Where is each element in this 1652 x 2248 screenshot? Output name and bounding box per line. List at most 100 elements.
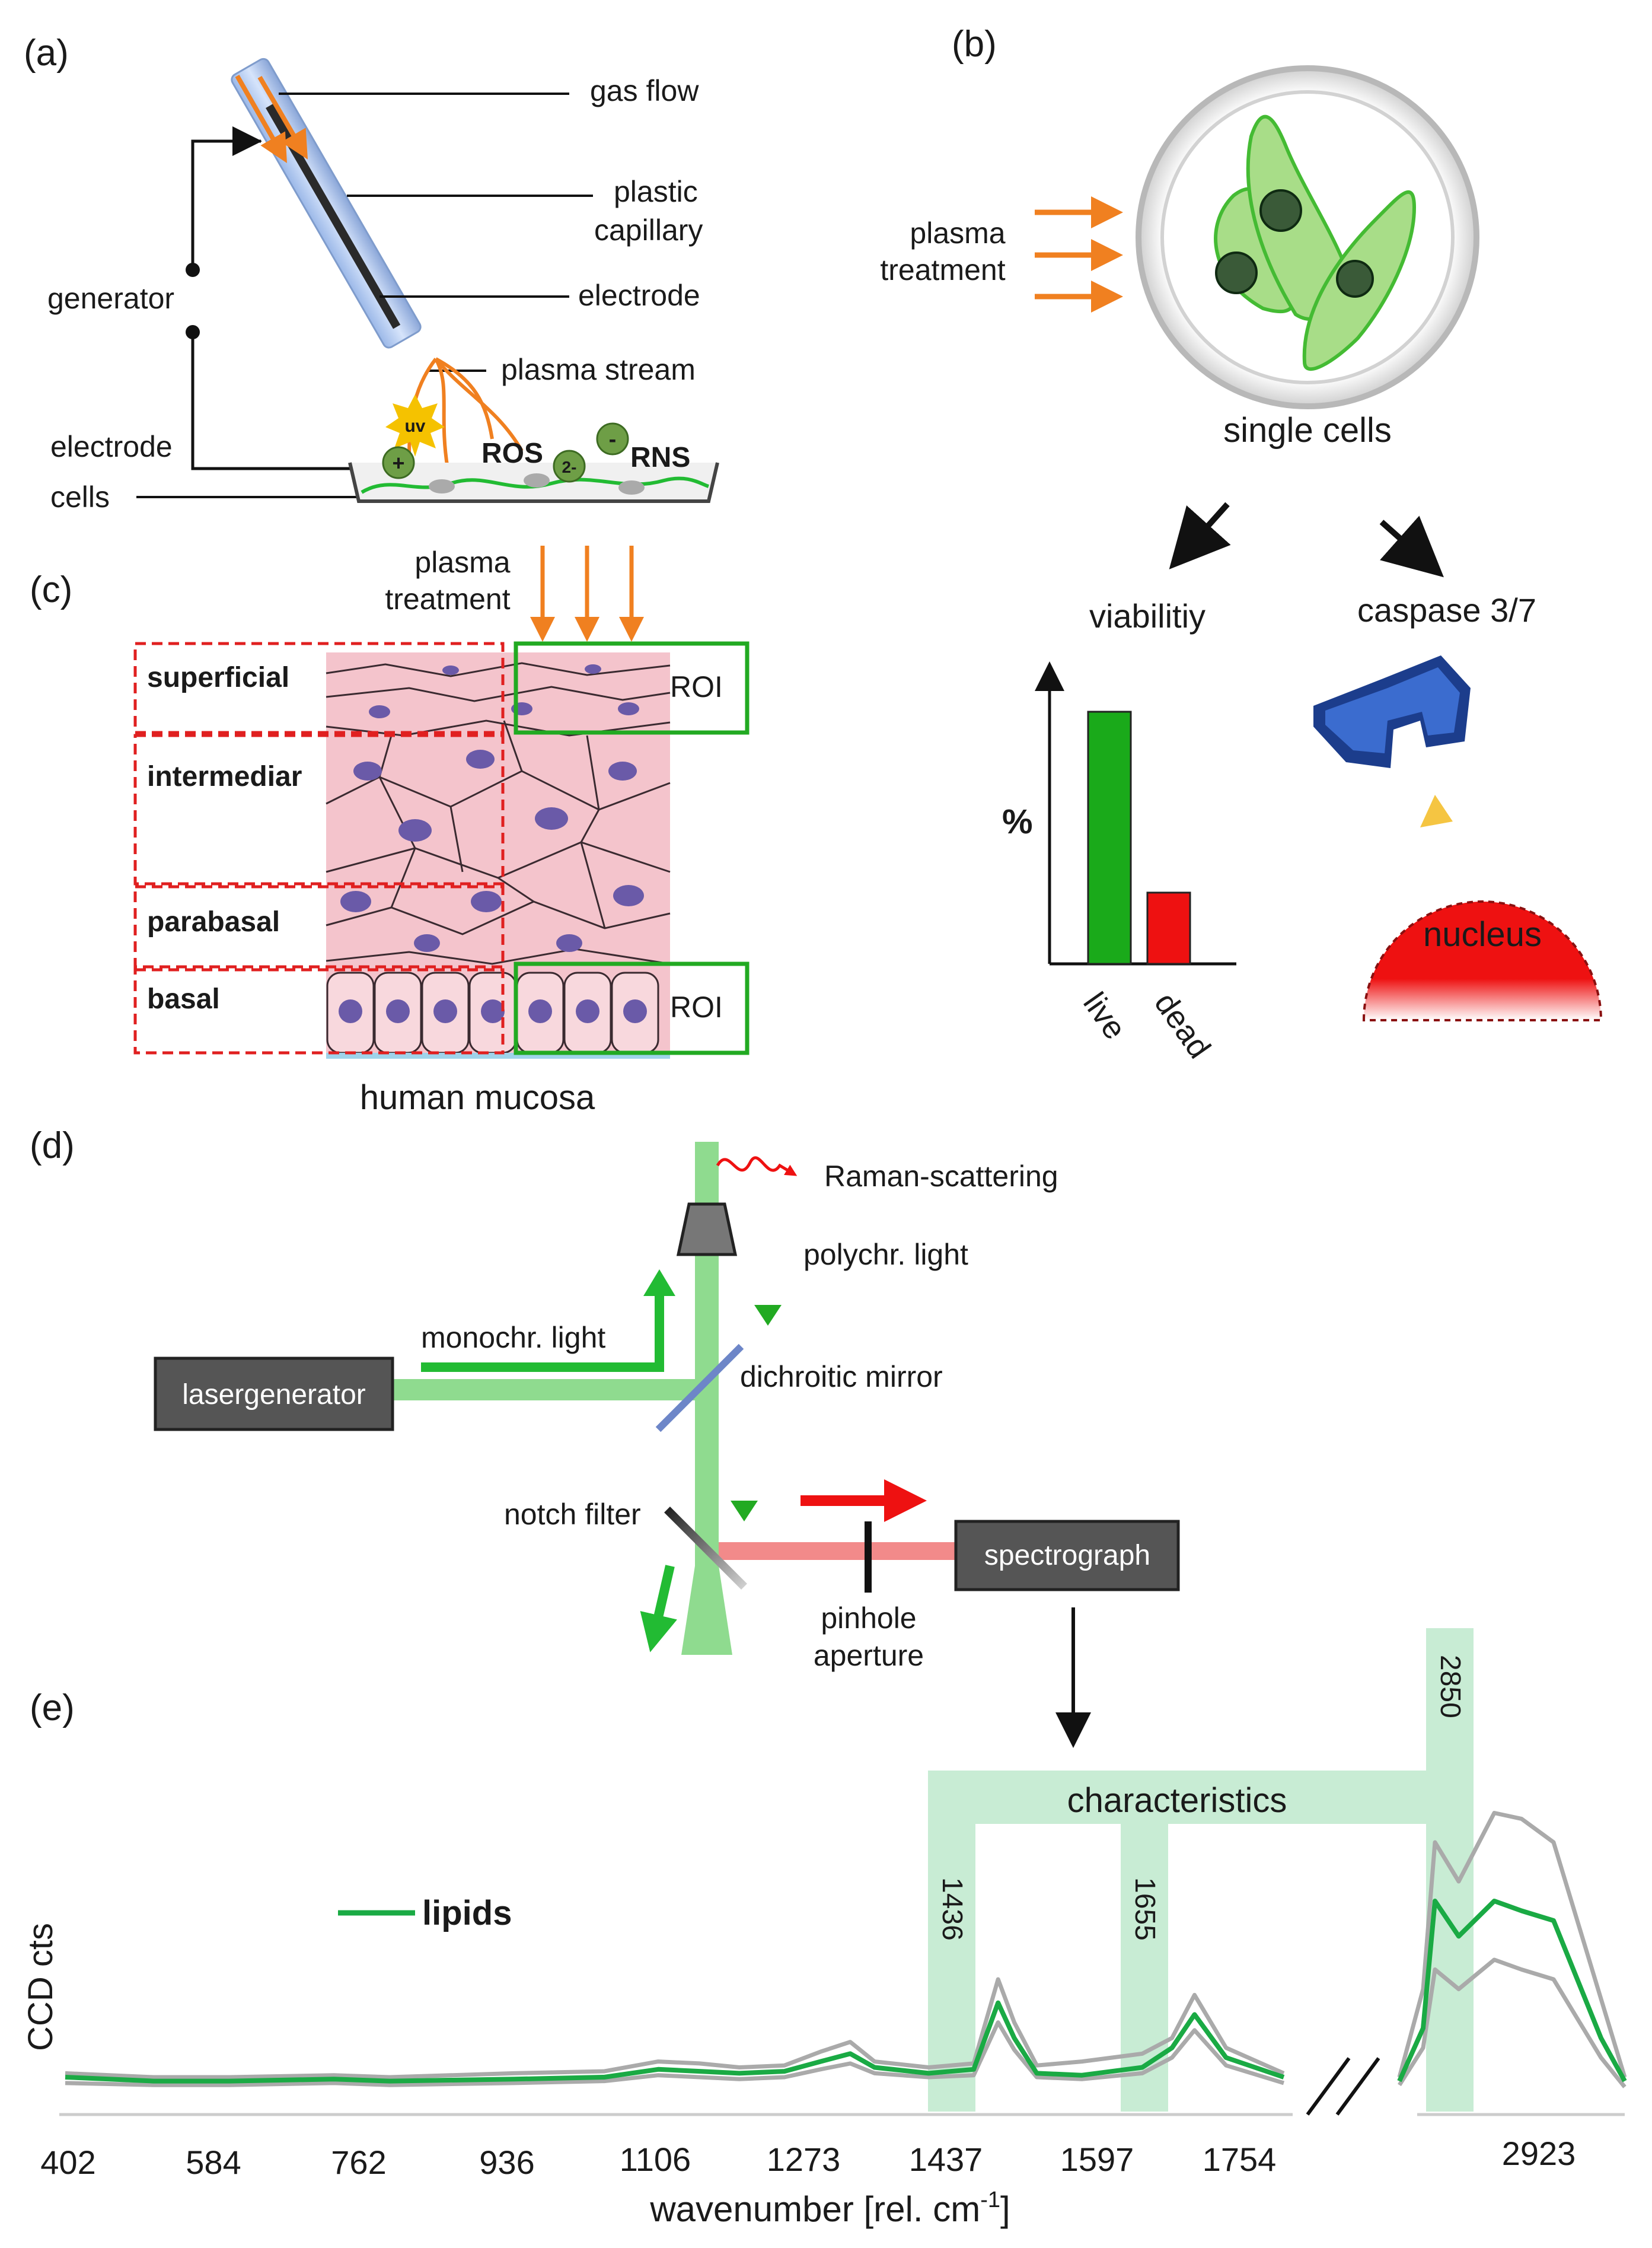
live-label: live xyxy=(1076,986,1133,1046)
x-tick-labels: 402 584 762 936 1106 1273 1437 1597 1754… xyxy=(40,2135,1576,2181)
viability-label: viabilitiy xyxy=(1089,597,1205,635)
notch-filter xyxy=(664,1507,747,1590)
pinhole-icon xyxy=(865,1521,872,1593)
uv-icon: uv xyxy=(385,394,445,457)
legend: lipids xyxy=(338,1894,512,1932)
y-axis-label: CCD cts xyxy=(21,1923,60,2051)
roi-box-top xyxy=(514,641,750,735)
panel-a-label: (a) xyxy=(24,33,69,74)
plasma-arrows-c xyxy=(530,546,644,642)
plasma-label-c: plasma xyxy=(414,546,510,579)
x-tick-label: 1754 xyxy=(1203,2141,1277,2178)
x-tick-label: 1106 xyxy=(620,2141,691,2178)
ros-label: ROS xyxy=(481,438,543,469)
positive-ion-icon: + xyxy=(382,446,415,479)
layer-basal: basal xyxy=(147,983,220,1015)
bar-live xyxy=(1087,711,1132,965)
caspase-label: caspase 3/7 xyxy=(1357,591,1536,629)
panel-c-label: (c) xyxy=(30,569,72,610)
gas-flow-label: gas flow xyxy=(590,74,699,107)
dead-label: dead xyxy=(1147,986,1217,1065)
layer-boxes xyxy=(133,642,505,1055)
percent-label: % xyxy=(1002,803,1033,841)
reference-spectrum-line xyxy=(1398,1957,1627,2088)
mucosa-tissue xyxy=(326,652,671,1059)
x-tick-label: 1437 xyxy=(909,2141,983,2178)
objective-icon xyxy=(676,1202,738,1256)
svg-text:nucleus: nucleus xyxy=(1423,915,1542,954)
human-mucosa-caption: human mucosa xyxy=(360,1078,595,1117)
x-tick-label: 584 xyxy=(186,2144,241,2181)
negative-ion-icon: - xyxy=(596,422,629,456)
dianion-icon: 2- xyxy=(553,450,586,483)
generator-label: generator xyxy=(47,282,174,315)
monochr-arrow xyxy=(421,1290,664,1372)
axis-break-icon xyxy=(1306,2057,1380,2116)
layer-parabasal: parabasal xyxy=(147,906,280,938)
raman-label: Raman-scattering xyxy=(824,1160,1058,1193)
pinhole-label: pinhole xyxy=(821,1601,916,1635)
x-tick-label: 1273 xyxy=(767,2141,841,2178)
spectrum-lines xyxy=(65,1811,1627,2088)
x-tick-label: 1597 xyxy=(1060,2141,1134,2178)
polychr-label: polychr. light xyxy=(803,1238,968,1271)
raman-scatter-wave xyxy=(716,1156,798,1176)
single-cell xyxy=(1246,114,1348,321)
gas-flow-arrow xyxy=(235,75,287,163)
panel-d-label: (d) xyxy=(30,1125,75,1166)
electrode-label: electrode xyxy=(578,279,700,312)
panel-a: (a) gas flow plastic capillary electrode… xyxy=(24,33,719,514)
series-line-lipids xyxy=(65,2000,1285,2084)
notch-label: notch filter xyxy=(504,1498,641,1531)
plasma-arrows xyxy=(1035,196,1123,313)
arrow-to-viability xyxy=(1169,502,1231,569)
band-label-1655: 1655 xyxy=(1129,1877,1160,1941)
panel-e: (e) characteristics 1436 1655 2850 CCD c… xyxy=(21,1628,1627,2229)
plasma-label-b: plasma xyxy=(910,216,1005,250)
panel-c: (c) plasma treatment xyxy=(30,546,750,1117)
arrow-to-caspase xyxy=(1379,515,1444,578)
aperture-label: aperture xyxy=(814,1639,924,1672)
transmitted-arrow xyxy=(640,1565,677,1652)
band-label-2850: 2850 xyxy=(1434,1655,1466,1718)
x-tick-label: 402 xyxy=(40,2144,95,2181)
legend-label: lipids xyxy=(422,1894,512,1932)
laser-beam-horizontal xyxy=(391,1379,719,1400)
svg-text:uv: uv xyxy=(404,416,425,436)
band-label-1436: 1436 xyxy=(936,1877,968,1941)
bar-dead xyxy=(1146,891,1191,965)
svg-text:2-: 2- xyxy=(562,458,577,476)
capillary-label: capillary xyxy=(594,214,703,247)
single-cells-label: single cells xyxy=(1223,411,1392,450)
cleavage-site-icon xyxy=(1420,795,1453,827)
layer-intermediar: intermediar xyxy=(147,761,302,792)
plastic-capillary xyxy=(231,58,422,349)
svg-text:+: + xyxy=(392,451,404,475)
spectrograph-box xyxy=(954,1520,1180,1591)
svg-text:-: - xyxy=(609,427,617,452)
plasma-stream-label: plasma stream xyxy=(501,353,696,386)
single-cell xyxy=(1302,190,1417,371)
electrode-bottom-label: electrode xyxy=(50,430,173,463)
gas-flow-arrow xyxy=(257,75,308,160)
x-tick-label: 936 xyxy=(479,2144,534,2181)
treatment-label-c: treatment xyxy=(385,582,510,616)
panel-e-label: (e) xyxy=(30,1687,75,1728)
panel-b: (b) plasma treatment single cells viabil… xyxy=(880,24,1603,1065)
caspase-enzyme-icon xyxy=(1313,655,1471,768)
layer-superficial: superficial xyxy=(147,662,289,693)
roi-label-top: ROI xyxy=(670,670,723,703)
dichroic-label: dichroitic mirror xyxy=(740,1360,943,1393)
reference-spectrum-line xyxy=(65,2020,1285,2087)
spectrograph-label: spectrograph xyxy=(984,1540,1150,1571)
x-tick-label: 2923 xyxy=(1502,2135,1576,2172)
treatment-label-b: treatment xyxy=(880,253,1005,286)
rns-label: RNS xyxy=(630,442,690,473)
series-line-lipids xyxy=(1397,1899,1627,2083)
laser-beam-cone xyxy=(681,1566,732,1655)
electrode-rod xyxy=(266,104,401,329)
viability-chart: % live dead xyxy=(1002,661,1236,1065)
laser-generator-label: lasergenerator xyxy=(182,1379,366,1410)
monochr-label: monochr. light xyxy=(421,1321,605,1354)
